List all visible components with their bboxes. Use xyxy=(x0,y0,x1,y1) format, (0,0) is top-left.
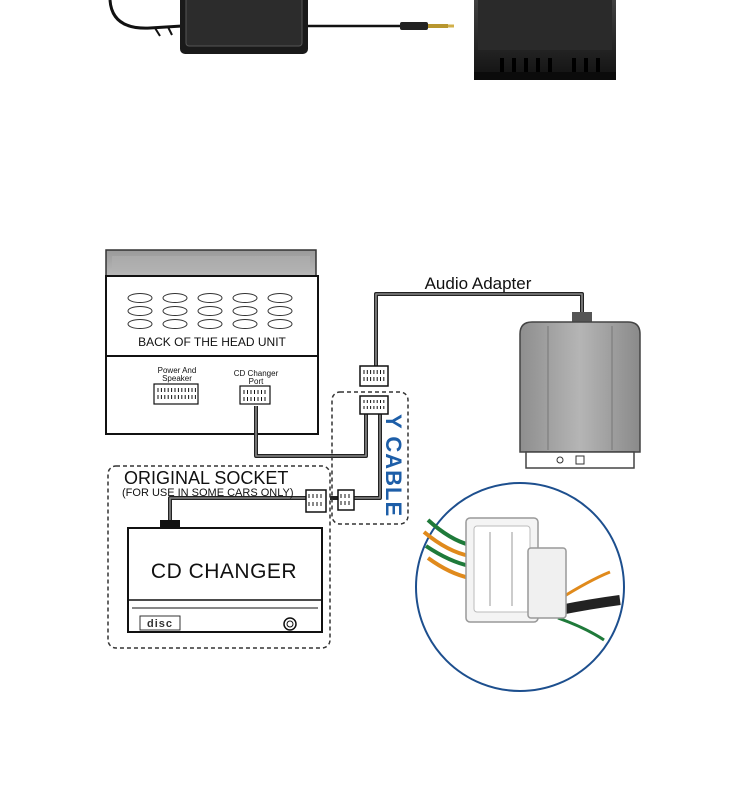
vent-slot xyxy=(162,306,188,316)
power-speaker-label-2: Speaker xyxy=(162,374,192,383)
power-adapter-icon xyxy=(108,0,400,54)
vent-slot xyxy=(232,293,258,303)
vent-slot xyxy=(162,319,188,329)
head-unit-label: BACK OF THE HEAD UNIT xyxy=(138,335,286,349)
cable-wires xyxy=(168,292,584,522)
y-cable-outline xyxy=(331,391,409,525)
original-socket-note: (FOR USE IN SOME CARS ONLY) xyxy=(122,487,294,499)
vent-slot xyxy=(267,293,293,303)
original-socket-label: ORIGINAL SOCKET xyxy=(124,468,288,488)
connector-closeup-photo xyxy=(415,482,625,692)
vent-slot xyxy=(127,306,153,316)
vent-slot xyxy=(127,319,153,329)
cd-changer-icon xyxy=(127,520,323,633)
adapter-box-icon xyxy=(519,312,641,469)
vent-slot xyxy=(232,319,258,329)
vent-slot xyxy=(197,319,223,329)
y-cable-connectors xyxy=(305,365,389,513)
power-speaker-label-1: Power And xyxy=(158,366,197,375)
head-unit-icon xyxy=(105,249,319,435)
vent-slot xyxy=(127,293,153,303)
vent-slot xyxy=(197,306,223,316)
cd-port-label-1: CD Changer xyxy=(234,369,279,378)
vent-slot xyxy=(267,306,293,316)
vent-slot xyxy=(232,306,258,316)
cd-changer-label: CD CHANGER xyxy=(151,560,297,583)
disc-logo: disc xyxy=(147,618,173,630)
y-cable-label: Y CABLE xyxy=(381,414,406,517)
audio-jack-icon xyxy=(400,22,454,30)
vent-slot xyxy=(267,319,293,329)
vent-slot xyxy=(197,293,223,303)
vent-slot xyxy=(162,293,188,303)
original-socket-outline xyxy=(107,465,331,649)
cd-port-label-2: Port xyxy=(249,377,264,386)
dark-device-photo xyxy=(474,0,616,80)
audio-adapter-label: Audio Adapter xyxy=(425,274,532,293)
